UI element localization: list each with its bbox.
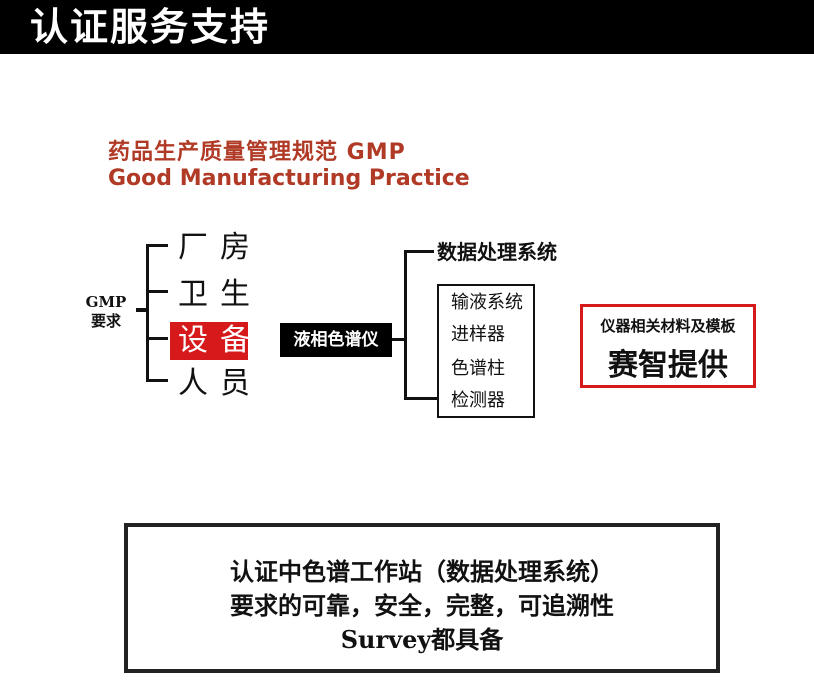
- bracket-vertical: [146, 244, 149, 382]
- requirement-item: 厂房: [178, 230, 262, 265]
- summary-line: Survey都具备: [340, 625, 504, 654]
- page-title: 认证服务支持: [30, 5, 271, 49]
- bracket-connector: [136, 308, 146, 312]
- provider-subtitle: 仪器相关材料及模板: [600, 317, 736, 335]
- bracket-tick: [146, 290, 168, 293]
- gmp-requirement-label: GMP 要求: [72, 293, 140, 331]
- requirement-item-highlighted: 设备: [170, 322, 250, 360]
- provider-title: 赛智提供: [608, 348, 728, 383]
- module-item: 检测器: [451, 390, 505, 411]
- module-item: 色谱柱: [451, 358, 505, 379]
- bracket-tick: [404, 397, 437, 400]
- summary-line: 认证中色谱工作站（数据处理系统）: [230, 557, 614, 586]
- instrument-badge: 液相色谱仪: [280, 323, 392, 357]
- module-item: 输液系统: [451, 292, 523, 313]
- provider-box: 仪器相关材料及模板 赛智提供: [580, 304, 756, 388]
- gmp-title-cn: 药品生产质量管理规范 GMP: [108, 140, 406, 165]
- gmp-title-en: Good Manufacturing Practice: [108, 166, 470, 191]
- bracket-vertical: [404, 250, 407, 400]
- bracket-tick: [146, 379, 168, 382]
- header-bar: [0, 0, 814, 54]
- gmp-requirement-label-line1: GMP: [85, 293, 127, 311]
- module-item: 进样器: [451, 324, 505, 345]
- data-processing-title: 数据处理系统: [437, 240, 557, 264]
- instrument-connector: [392, 338, 404, 341]
- module-list: 输液系统 进样器 色谱柱 检测器: [437, 284, 535, 418]
- summary-line: 要求的可靠，安全，完整，可追溯性: [230, 591, 614, 620]
- summary-box: 认证中色谱工作站（数据处理系统） 要求的可靠，安全，完整，可追溯性 Survey…: [124, 523, 720, 673]
- bracket-tick: [404, 250, 434, 253]
- requirement-item: 人员: [178, 366, 262, 401]
- requirement-item: 卫生: [178, 277, 262, 312]
- bracket-tick: [146, 337, 168, 340]
- gmp-requirement-label-line2: 要求: [90, 312, 121, 330]
- bracket-tick: [146, 244, 168, 247]
